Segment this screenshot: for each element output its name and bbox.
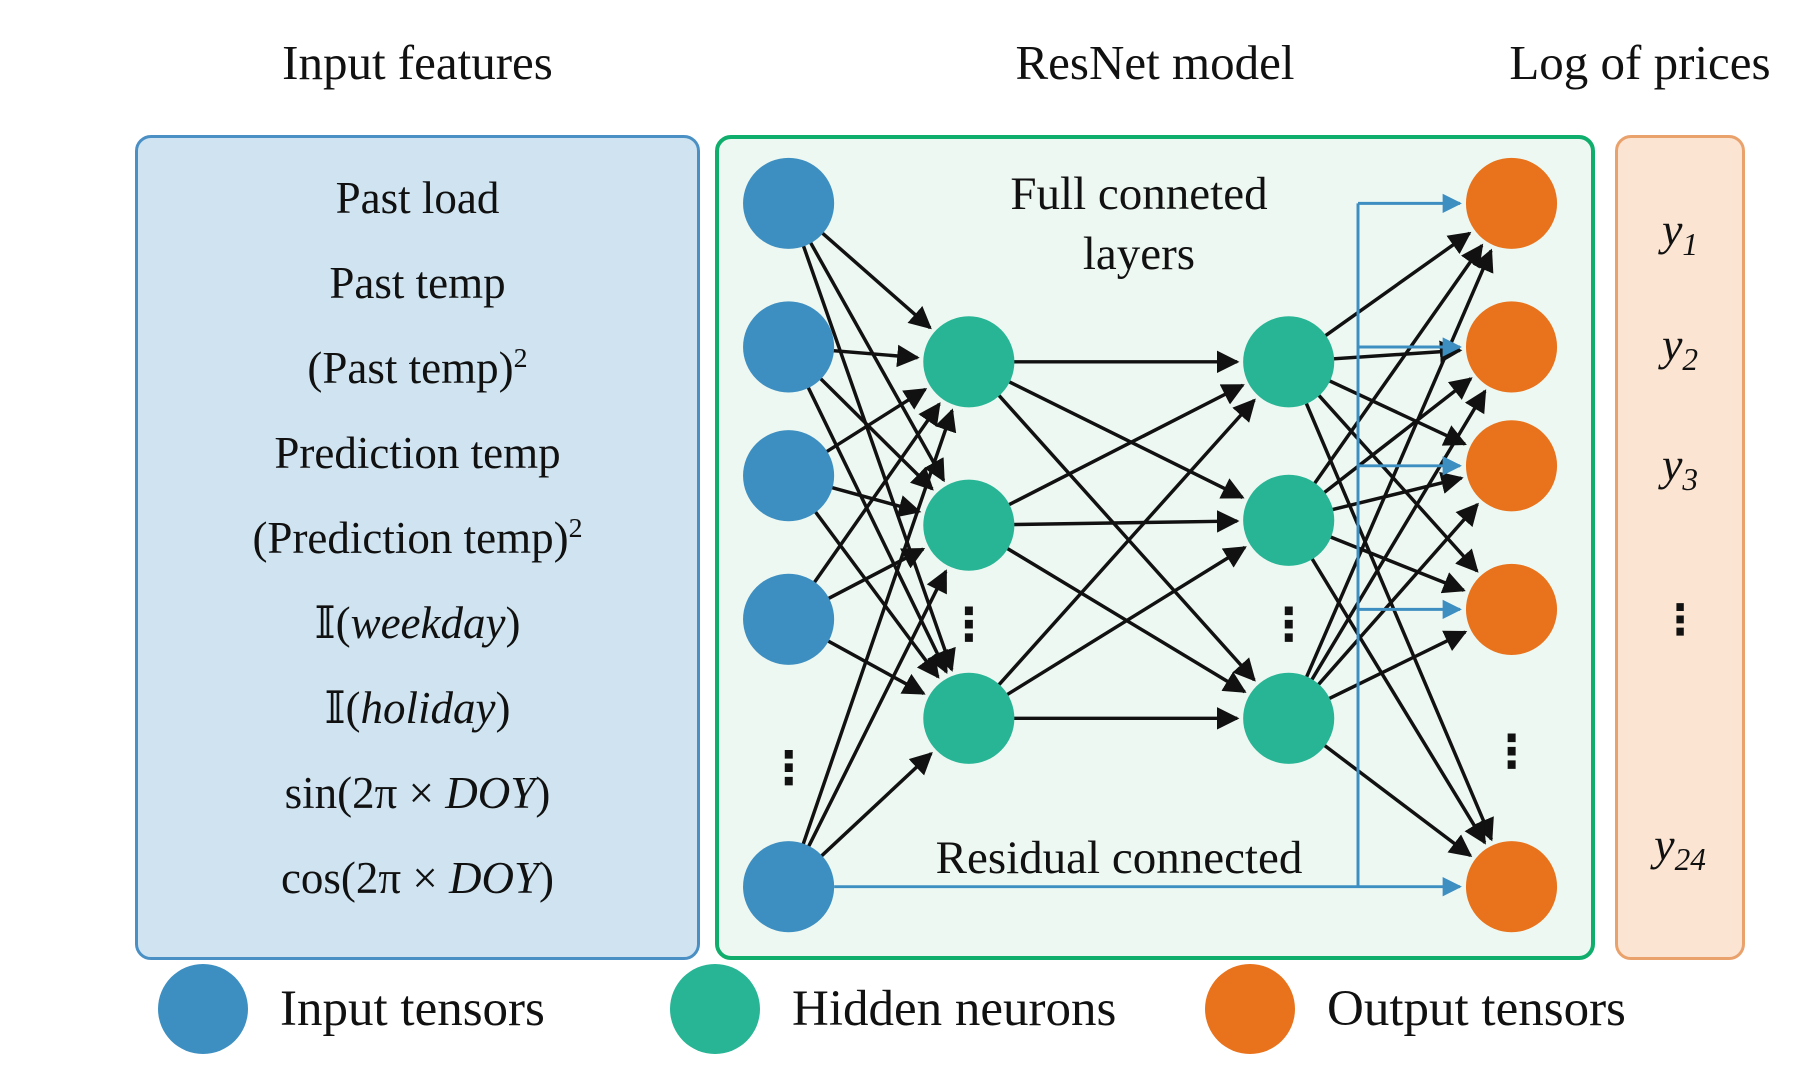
edge-arrow bbox=[1287, 361, 1494, 842]
feature-past-temp: Past temp bbox=[329, 258, 506, 308]
feature-holiday-indicator: 𝕀(holiday) bbox=[324, 683, 511, 733]
resnet-model-title: ResNet model bbox=[1015, 35, 1295, 90]
hidden-node bbox=[923, 479, 1015, 571]
resnet-panel: ⋮ ⋮ ⋮ ⋮ Full conneted layers Residual conne… bbox=[715, 135, 1595, 960]
legend-input-tensors: Input tensors bbox=[158, 963, 545, 1055]
edge-arrow bbox=[967, 360, 1256, 682]
residual-connected-label: Residual connected bbox=[935, 832, 1303, 884]
feature-prediction-temp: Prediction temp bbox=[274, 428, 561, 478]
output-label-y1: y1 bbox=[1661, 204, 1699, 263]
hidden-node bbox=[923, 316, 1015, 408]
log-prices-panel: y1 y2 y3 ⋮ y24 bbox=[1615, 135, 1745, 960]
feature-sin-doy: sin(2π × DOY) bbox=[284, 768, 551, 818]
log-of-prices-title: Log of prices bbox=[1509, 35, 1771, 90]
hidden-node bbox=[1243, 672, 1335, 764]
output-tensor-swatch bbox=[1205, 964, 1295, 1054]
legend-hidden-neurons-label: Hidden neurons bbox=[792, 981, 1117, 1037]
legend-output-tensors: Output tensors bbox=[1205, 963, 1626, 1055]
ellipsis-dots: ⋮ bbox=[1489, 725, 1535, 778]
fully-connected-label-line1: Full conneted bbox=[1010, 168, 1268, 220]
input-features-panel: Past load Past temp (Past temp)2 Predict… bbox=[135, 135, 700, 960]
feature-past-load: Past load bbox=[335, 173, 500, 223]
input-tensor-swatch bbox=[158, 964, 248, 1054]
edge-arrow bbox=[967, 398, 1256, 720]
edge-arrow bbox=[786, 202, 956, 672]
hidden-node bbox=[1243, 316, 1335, 408]
input-node bbox=[743, 841, 835, 933]
legend-input-tensors-label: Input tensors bbox=[280, 981, 545, 1037]
output-label-y3: y3 bbox=[1661, 439, 1699, 498]
edge-arrow bbox=[1287, 519, 1487, 845]
hidden-node bbox=[923, 672, 1015, 764]
edge-arrow bbox=[787, 569, 948, 888]
output-label-y24: y24 bbox=[1654, 819, 1706, 878]
fully-connected-label: Full conneted layers bbox=[919, 164, 1359, 284]
ellipsis-dots: ⋮ bbox=[946, 598, 992, 651]
hidden-node bbox=[1243, 474, 1335, 566]
input-node bbox=[743, 301, 835, 393]
hidden-neuron-swatch bbox=[670, 964, 760, 1054]
output-node bbox=[1465, 301, 1558, 393]
output-node bbox=[1465, 157, 1558, 249]
feature-past-temp-squared: (Past temp)2 bbox=[307, 343, 528, 393]
output-ellipsis-dots: ⋮ bbox=[1659, 595, 1701, 644]
input-node bbox=[743, 430, 835, 522]
output-node bbox=[1465, 841, 1558, 933]
edge-arrow bbox=[1287, 502, 1479, 720]
feature-cos-doy: cos(2π × DOY) bbox=[280, 853, 555, 903]
edge-arrow bbox=[967, 545, 1247, 720]
edge-arrow bbox=[968, 360, 1245, 499]
edge-arrow bbox=[1287, 248, 1494, 720]
fully-connected-label-line2: layers bbox=[1082, 228, 1196, 280]
edge-arrow bbox=[967, 523, 1247, 694]
output-node bbox=[1465, 420, 1558, 512]
feature-weekday-indicator: 𝕀(weekday) bbox=[314, 598, 521, 648]
legend-hidden-neurons: Hidden neurons bbox=[670, 963, 1116, 1055]
input-features-title: Input features bbox=[282, 35, 553, 90]
input-node bbox=[743, 573, 835, 665]
ellipsis-dots: ⋮ bbox=[1266, 598, 1312, 651]
feature-prediction-temp-squared: (Prediction temp)2 bbox=[252, 513, 583, 563]
network-graph: ⋮ ⋮ ⋮ ⋮ bbox=[743, 157, 1558, 933]
edge-arrow bbox=[968, 383, 1245, 527]
edge-arrow bbox=[786, 408, 957, 888]
output-node bbox=[1465, 563, 1558, 655]
legend-output-tensors-label: Output tensors bbox=[1327, 981, 1626, 1037]
ellipsis-dots: ⋮ bbox=[766, 742, 812, 795]
output-label-y2: y2 bbox=[1661, 319, 1699, 378]
input-node bbox=[743, 157, 835, 249]
edge-arrow bbox=[1287, 389, 1487, 720]
edge-arrow bbox=[1287, 243, 1484, 522]
